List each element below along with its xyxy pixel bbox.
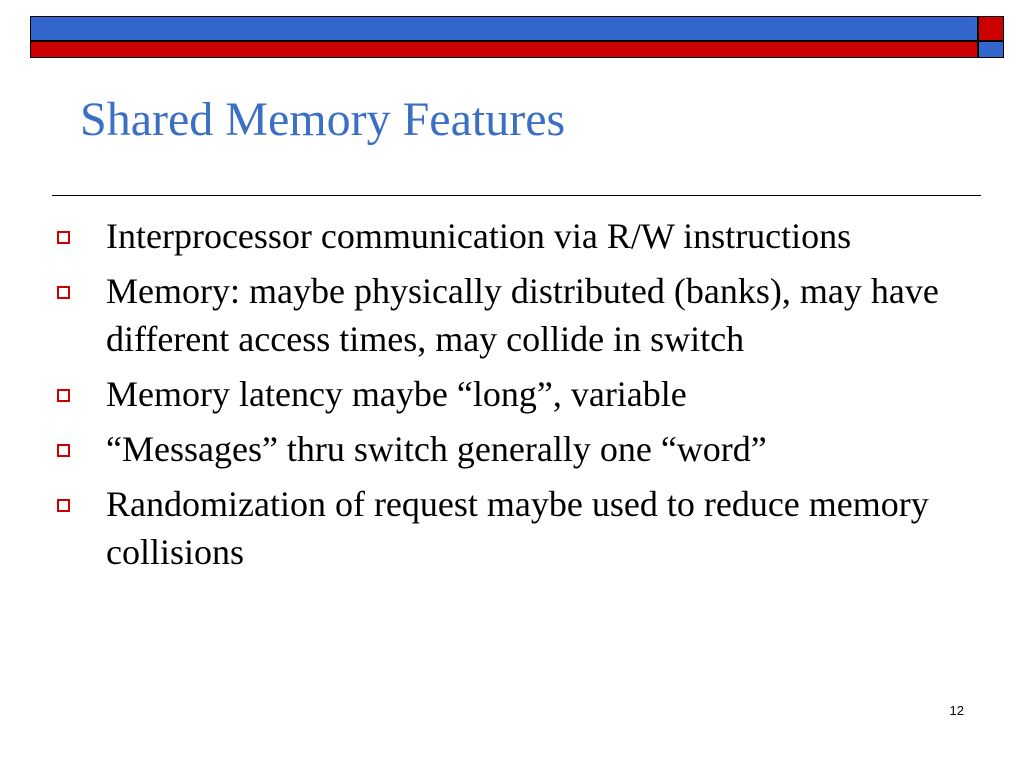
hollow-square-icon <box>57 444 70 457</box>
hollow-square-icon <box>57 231 70 244</box>
bullet-item: Memory latency maybe “long”, variable <box>54 370 954 418</box>
bullet-text: Interprocessor communication via R/W ins… <box>106 216 852 256</box>
bullet-text: “Messages” thru switch generally one “wo… <box>106 429 767 469</box>
page-number: 12 <box>949 703 964 718</box>
bullet-item: Randomization of request maybe used to r… <box>54 480 954 576</box>
header-blue-square <box>978 41 1004 58</box>
header-decoration <box>30 16 1004 58</box>
header-red-bar <box>30 41 978 58</box>
hollow-square-icon <box>57 499 70 512</box>
bullet-list: Interprocessor communication via R/W ins… <box>54 212 954 583</box>
slide-title: Shared Memory Features <box>80 93 566 146</box>
bullet-item: Interprocessor communication via R/W ins… <box>54 212 954 260</box>
bullet-text: Randomization of request maybe used to r… <box>106 484 929 572</box>
bullet-item: “Messages” thru switch generally one “wo… <box>54 425 954 473</box>
title-divider <box>52 195 981 196</box>
bullet-item: Memory: maybe physically distributed (ba… <box>54 267 954 363</box>
header-blue-bar <box>30 16 978 41</box>
header-red-square <box>978 16 1004 41</box>
bullet-text: Memory: maybe physically distributed (ba… <box>106 271 939 359</box>
hollow-square-icon <box>57 389 70 402</box>
bullet-text: Memory latency maybe “long”, variable <box>106 374 687 414</box>
hollow-square-icon <box>57 286 70 299</box>
